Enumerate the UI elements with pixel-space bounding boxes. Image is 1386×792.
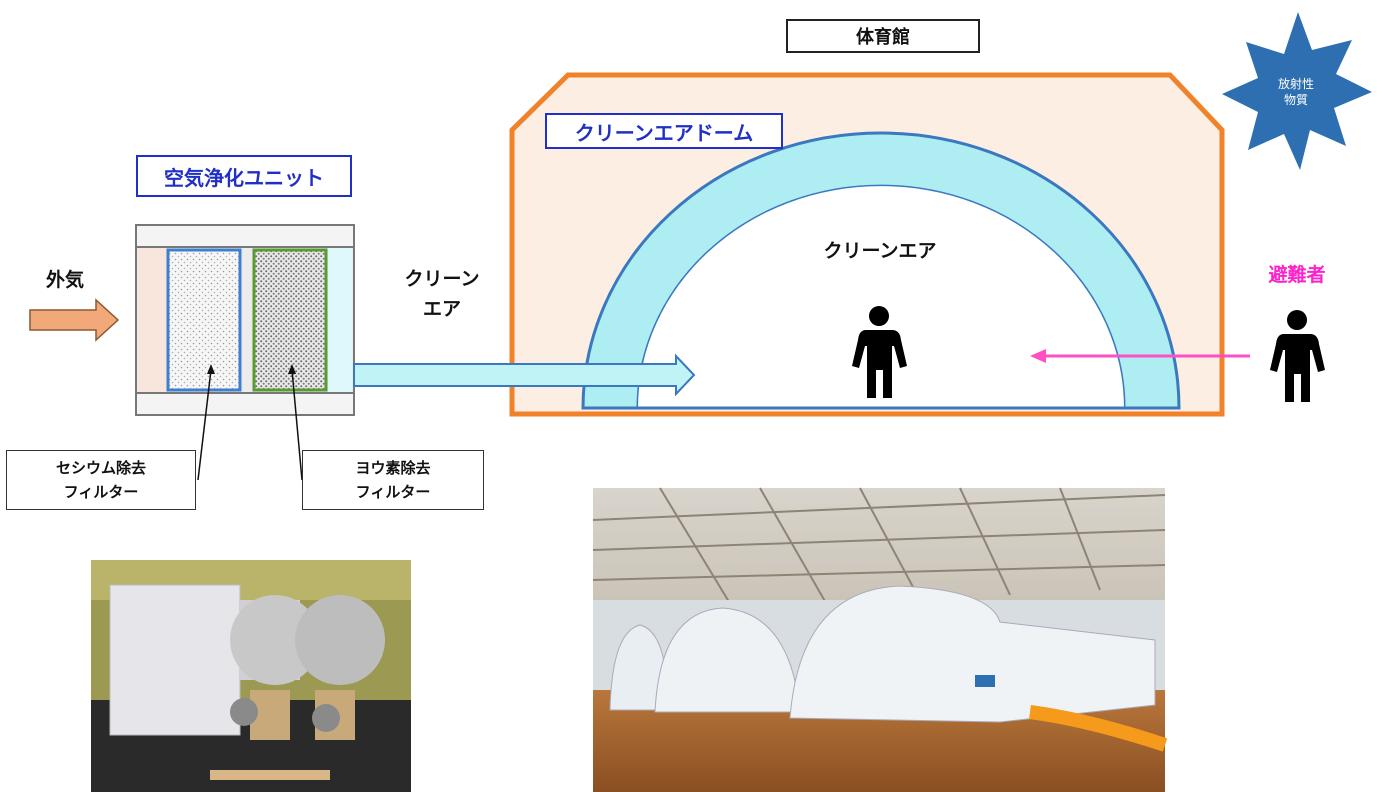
unit-label: 空気浄化ユニット xyxy=(136,155,352,197)
person-icon xyxy=(852,306,907,398)
radioactive-line1: 放射性 xyxy=(1277,77,1314,91)
outside-air-label: 外気 xyxy=(45,269,84,291)
radioactive-label: 放射性 物質 xyxy=(1266,76,1326,108)
gym-label: 体育館 xyxy=(786,19,980,53)
clean-air-line1: クリーン xyxy=(404,268,480,290)
iodine-filter-line2: フィルター xyxy=(355,483,431,501)
clean-air-dome xyxy=(581,131,1181,410)
gym-dome-photo xyxy=(592,487,1168,792)
clean-air-inside-label: クリーンエア xyxy=(823,240,937,262)
radiation-starburst-icon xyxy=(1222,12,1372,170)
clean-air-pipe-arrow xyxy=(353,353,696,397)
air-purifier-unit xyxy=(135,224,355,416)
outside-air-arrow xyxy=(29,298,120,342)
evacuee-label: 避難者 xyxy=(1268,264,1326,286)
person-icon xyxy=(1270,310,1325,402)
clean-air-line2: エア xyxy=(422,298,461,321)
cesium-filter-line1: セシウム除去 xyxy=(55,459,146,477)
clean-air-label-left: クリーン エア xyxy=(382,264,502,325)
evacuee-arrow xyxy=(1030,349,1046,363)
radioactive-line2: 物質 xyxy=(1283,93,1308,108)
iodine-filter-callout: ヨウ素除去 フィルター xyxy=(302,450,484,510)
dome-label: クリーンエアドーム xyxy=(545,113,783,149)
cesium-filter-callout: セシウム除去 フィルター xyxy=(6,450,196,510)
air-purifier-photo xyxy=(91,560,411,792)
cesium-filter-line2: フィルター xyxy=(63,483,139,501)
iodine-filter-line1: ヨウ素除去 xyxy=(355,459,431,477)
